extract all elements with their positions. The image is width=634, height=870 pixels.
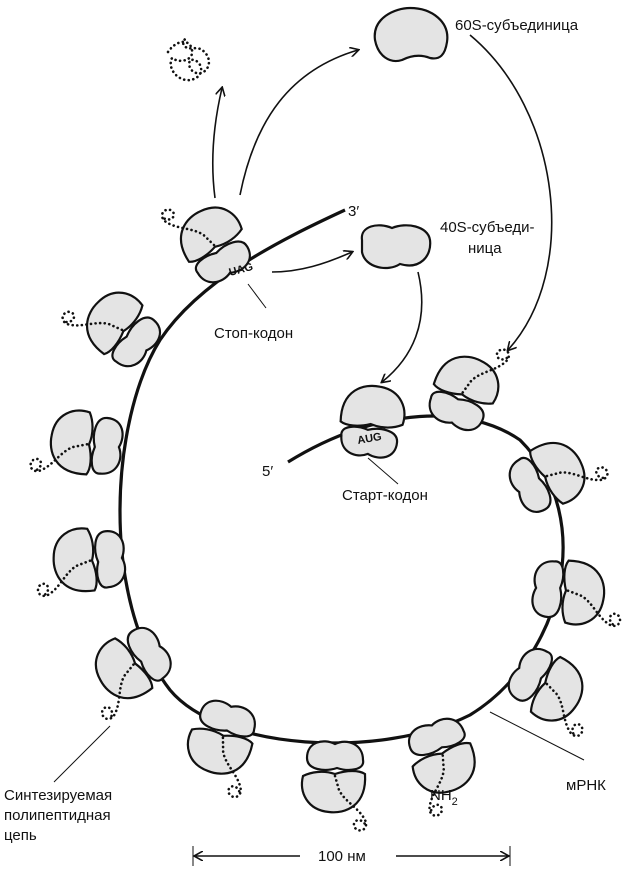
label-mrna: мРНК	[566, 777, 606, 794]
label-scale: 100 нм	[318, 848, 366, 865]
label-5-prime: 5′	[262, 463, 273, 480]
label-polypeptide-line2: полипептидная	[4, 807, 111, 824]
ribosome	[302, 741, 366, 830]
label-nh2-main: NH	[430, 787, 452, 804]
ribosome	[177, 696, 262, 799]
ribosome	[423, 331, 513, 436]
ribosome	[500, 641, 609, 740]
label-60s-subunit: 60S-субъединица	[455, 17, 579, 34]
label-nh2-subscript: 2	[452, 796, 458, 808]
label-40s-subunit-line1: 40S-субъеди-	[440, 219, 534, 236]
arrow-to-40s	[272, 252, 352, 272]
small-subunit	[307, 741, 363, 770]
label-3-prime: 3′	[348, 203, 359, 220]
start-codon-leader	[368, 458, 398, 484]
small-subunit	[94, 530, 127, 588]
ribosome	[70, 618, 180, 722]
arrow-to-60s	[240, 50, 358, 195]
label-40s-subunit-line2: ница	[468, 240, 502, 257]
polypeptide-leader	[54, 726, 110, 782]
ribosome	[30, 407, 124, 479]
label-stop-codon: Стоп-кодон	[214, 325, 293, 342]
arrow-release-polypeptide	[213, 88, 222, 198]
scale-bar: 100 нм	[193, 846, 510, 866]
small-subunit	[531, 560, 564, 618]
stop-codon-leader	[248, 284, 266, 308]
mrna-strand	[120, 210, 563, 743]
large-subunit	[340, 383, 406, 430]
label-polypeptide-line1: Синтезируемая	[4, 787, 112, 804]
arrow-40s-recycle	[382, 272, 422, 382]
ribosome	[338, 383, 407, 459]
label-start-codon: Старт-кодон	[342, 487, 428, 504]
small-subunit	[91, 417, 124, 475]
mrna-leader	[490, 712, 584, 760]
ribosome	[531, 558, 625, 629]
arrow-60s-recycle	[470, 35, 552, 350]
free-60s-subunit	[375, 8, 448, 61]
free-40s-subunit	[362, 225, 430, 268]
large-subunit	[48, 408, 95, 474]
label-polypeptide-line3: цепь	[4, 827, 37, 844]
ribosome	[60, 270, 169, 376]
released-polypeptide	[168, 38, 209, 80]
ribosome	[33, 525, 127, 597]
large-subunit	[302, 771, 365, 812]
